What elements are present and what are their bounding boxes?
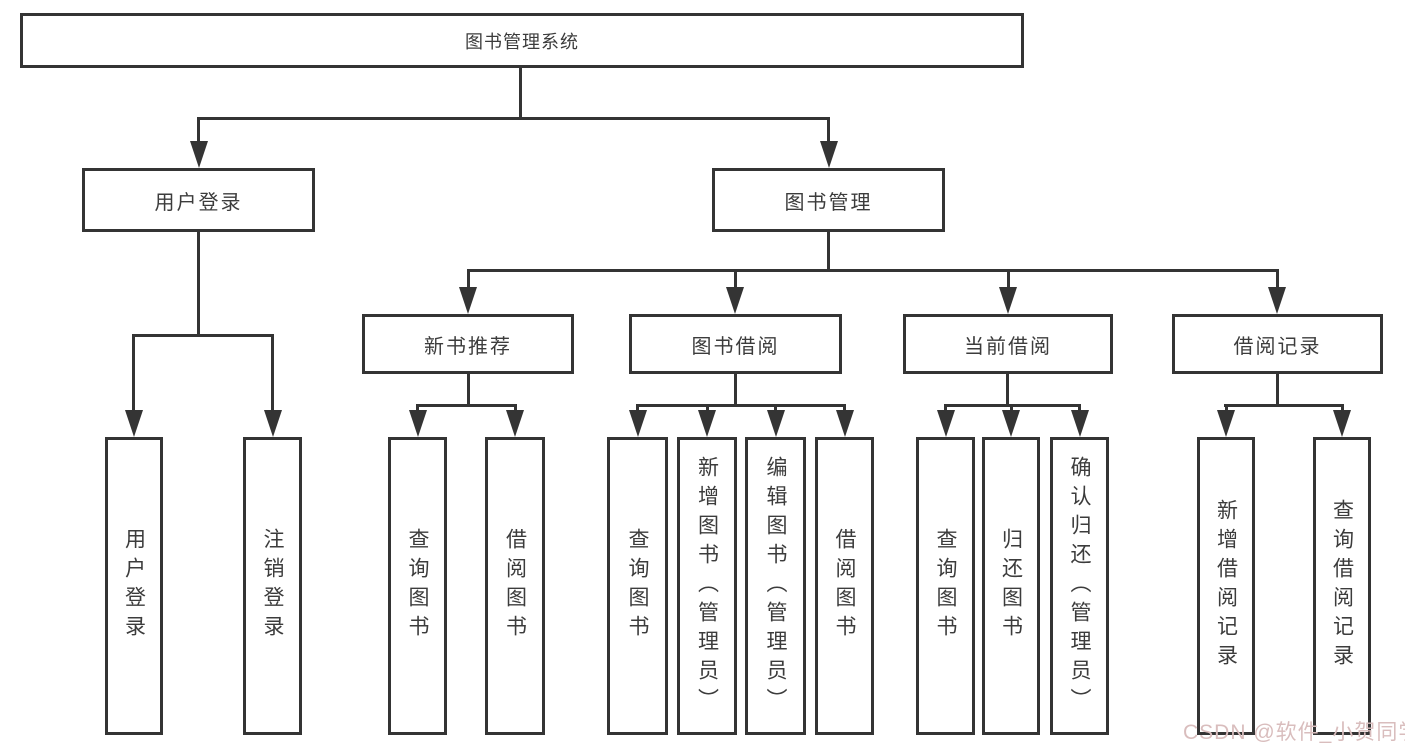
leaf-borrow-books-label: 借阅图书: [833, 528, 856, 644]
node-user-login: 用户登录: [82, 168, 315, 232]
node-book-borrowing-label: 图书借阅: [691, 335, 780, 358]
arrowhead-edit-books: [767, 410, 785, 437]
arrowhead-leaf-logout: [264, 410, 282, 437]
arrowhead-query-recommend: [409, 410, 427, 437]
connector-drop-query-recommend: [416, 404, 419, 414]
leaf-confirm-return-admin: 确认归还（管理员）: [1050, 437, 1109, 735]
leaf-edit-books-admin: 编辑图书（管理员）: [745, 437, 806, 735]
leaf-borrow-books-recommend: 借阅图书: [485, 437, 545, 735]
leaf-query-books-current-label: 查询图书: [934, 528, 957, 644]
node-library-system-label: 图书管理系统: [465, 31, 579, 52]
leaf-borrow-books-recommend-label: 借阅图书: [503, 528, 527, 644]
leaf-query-books-recommend: 查询图书: [388, 437, 447, 735]
connector-drop-borrowing-records: [1276, 269, 1279, 290]
leaf-query-books-current: 查询图书: [916, 437, 975, 735]
connector-borrowing-bar: [636, 404, 846, 407]
node-book-management-label: 图书管理: [784, 191, 873, 214]
connector-drop-return-books: [1010, 404, 1013, 414]
leaf-query-books-borrow-label: 查询图书: [626, 528, 649, 644]
connector-borrowing-stem: [734, 372, 737, 407]
connector-drop-recommend: [467, 269, 470, 290]
leaf-return-books: 归还图书: [982, 437, 1040, 735]
leaf-logout-label: 注销登录: [261, 528, 284, 644]
connector-mgmt-stem: [827, 230, 830, 272]
connector-login-stem: [197, 230, 200, 337]
connector-recommend-bar: [416, 404, 517, 407]
node-current-borrowing: 当前借阅: [903, 314, 1113, 374]
node-library-system: 图书管理系统: [20, 13, 1024, 68]
node-book-management: 图书管理: [712, 168, 945, 232]
node-borrowing-records: 借阅记录: [1172, 314, 1383, 374]
arrowhead-leaf-user-login: [125, 410, 143, 437]
arrowhead-confirm-return: [1071, 410, 1089, 437]
connector-drop-edit-books: [774, 404, 777, 414]
arrowhead-book-management: [820, 141, 838, 168]
node-borrowing-records-label: 借阅记录: [1233, 335, 1322, 358]
arrowhead-query-current: [937, 410, 955, 437]
node-user-login-label: 用户登录: [154, 191, 243, 214]
leaf-add-borrow-record-label: 新增借阅记录: [1214, 499, 1238, 673]
arrowhead-user-login: [190, 141, 208, 168]
arrowhead-current-borrowing: [999, 287, 1017, 314]
connector-login-bar: [132, 334, 274, 337]
arrowhead-book-borrowing: [726, 287, 744, 314]
node-new-book-recommendation-label: 新书推荐: [424, 335, 512, 358]
leaf-add-books-admin-label: 新增图书（管理员）: [695, 455, 719, 717]
connector-drop-user-login: [197, 117, 200, 145]
connector-drop-book-borrowing: [734, 269, 737, 290]
leaf-user-login-label: 用户登录: [122, 528, 146, 644]
connector-drop-current-borrowing: [1007, 269, 1010, 290]
leaf-user-login: 用户登录: [105, 437, 163, 735]
connector-recommend-stem: [467, 372, 470, 407]
leaf-borrow-books: 借阅图书: [815, 437, 874, 735]
leaf-query-borrow-record: 查询借阅记录: [1313, 437, 1371, 735]
arrowhead-borrow-recommend: [506, 410, 524, 437]
leaf-query-borrow-record-label: 查询借阅记录: [1330, 499, 1354, 673]
connector-drop-borrow-books: [843, 404, 846, 414]
connector-drop-confirm-return: [1078, 404, 1081, 414]
arrowhead-borrowing-records: [1268, 287, 1286, 314]
leaf-add-borrow-record: 新增借阅记录: [1197, 437, 1255, 735]
csdn-watermark: CSDN @软件_小贺同学: [1183, 721, 1405, 744]
arrowhead-add-books: [698, 410, 716, 437]
connector-drop-query-record: [1341, 404, 1344, 414]
arrowhead-add-record: [1217, 410, 1235, 437]
connector-drop-add-record: [1225, 404, 1228, 414]
connector-records-bar: [1224, 404, 1344, 407]
connector-drop-borrow-recommend: [514, 404, 517, 414]
connector-drop-leaf-user-login: [132, 334, 135, 413]
leaf-edit-books-admin-label: 编辑图书（管理员）: [764, 455, 787, 717]
leaf-query-books-recommend-label: 查询图书: [406, 528, 429, 644]
connector-mgmt-bar: [467, 269, 1279, 272]
connector-root-stem: [519, 66, 522, 119]
arrowhead-return-books: [1002, 410, 1020, 437]
arrowhead-query-record: [1333, 410, 1351, 437]
leaf-add-books-admin: 新增图书（管理员）: [677, 437, 737, 735]
connector-drop-query-current: [944, 404, 947, 414]
leaf-logout: 注销登录: [243, 437, 302, 735]
leaf-query-books-borrow: 查询图书: [607, 437, 668, 735]
node-new-book-recommendation: 新书推荐: [362, 314, 574, 374]
connector-records-stem: [1276, 372, 1279, 407]
connector-current-stem: [1006, 372, 1009, 407]
connector-drop-query-borrow: [636, 404, 639, 414]
node-current-borrowing-label: 当前借阅: [964, 335, 1052, 358]
leaf-return-books-label: 归还图书: [999, 528, 1023, 644]
connector-drop-book-management: [827, 117, 830, 145]
connector-drop-add-books: [706, 404, 709, 414]
arrowhead-recommend: [459, 287, 477, 314]
leaf-confirm-return-admin-label: 确认归还（管理员）: [1068, 455, 1091, 717]
connector-drop-leaf-logout: [271, 334, 274, 413]
arrowhead-query-borrow: [629, 410, 647, 437]
node-book-borrowing: 图书借阅: [629, 314, 842, 374]
connector-root-bar: [197, 117, 830, 120]
arrowhead-borrow-books: [836, 410, 854, 437]
